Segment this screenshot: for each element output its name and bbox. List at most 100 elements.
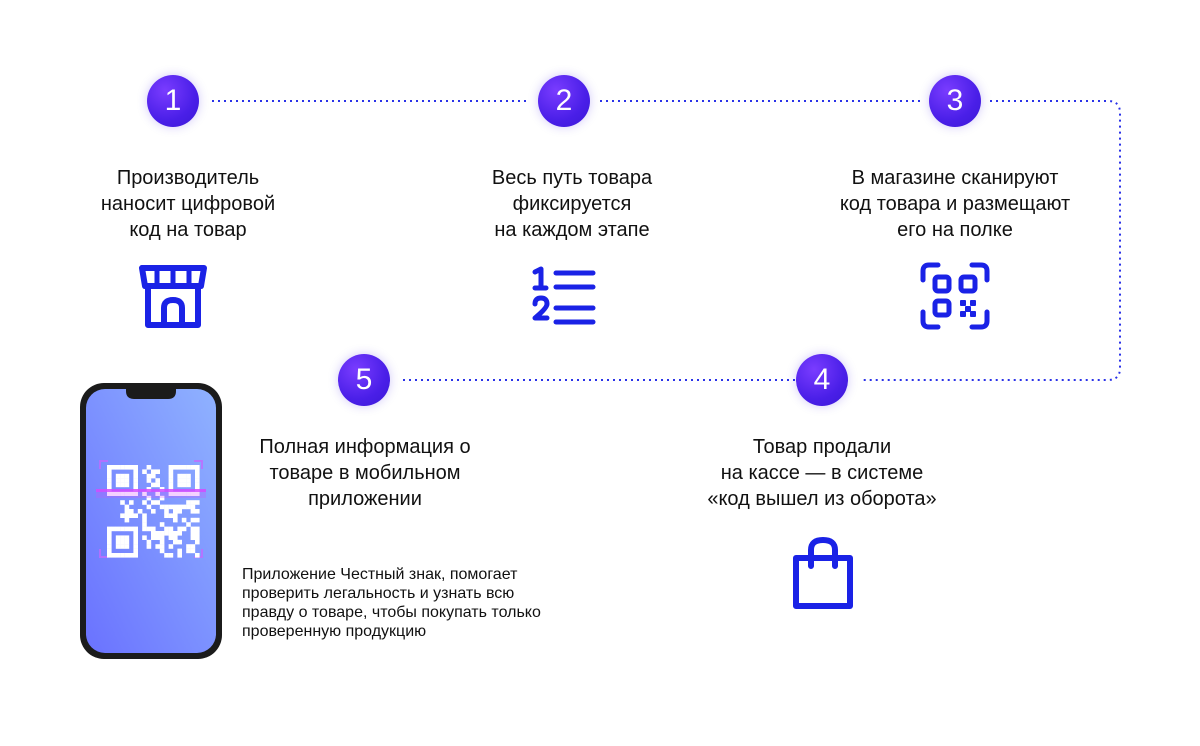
step-3-badge: 3 (929, 75, 981, 127)
qr-module (115, 544, 121, 549)
qr-module (151, 535, 156, 540)
qr-module (142, 526, 147, 532)
qr-module (151, 500, 156, 505)
qr-module (151, 509, 156, 514)
qr-module (177, 478, 182, 483)
qr-module (115, 553, 121, 558)
numbered-list-icon (532, 266, 596, 325)
app-description: Приложение Честный знак, помогает провер… (242, 566, 541, 640)
qr-module (173, 513, 178, 518)
qr-module (190, 491, 196, 496)
qr-module (146, 526, 152, 532)
qr-module (181, 504, 187, 510)
connector-3-4 (860, 100, 1121, 381)
qr-module (181, 517, 187, 523)
qr-module (115, 526, 121, 532)
qr-module (115, 491, 121, 496)
qr-module (168, 553, 174, 558)
qr-module (107, 544, 112, 549)
qr-module (190, 531, 196, 536)
qr-module (124, 544, 130, 549)
qr-module (190, 526, 196, 532)
step-5-badge: 5 (338, 354, 390, 406)
qr-module (142, 517, 147, 523)
qr-module (159, 495, 165, 501)
qr-module (195, 465, 200, 470)
qr-module (173, 539, 178, 545)
qr-module (111, 553, 116, 558)
qr-module (181, 526, 187, 532)
qr-module (133, 491, 138, 496)
qr-module (168, 469, 174, 474)
qr-module (107, 478, 112, 483)
qr-module (190, 535, 196, 540)
qr-module (133, 478, 138, 483)
qr-module (107, 548, 112, 554)
qr-module (190, 465, 196, 470)
qr-module (107, 535, 112, 540)
qr-module (142, 535, 147, 540)
qr-module (133, 513, 138, 518)
shopping-bag-icon (793, 537, 853, 609)
qr-module (181, 473, 187, 479)
qr-module (133, 535, 138, 540)
qr-module (195, 539, 200, 545)
qr-module (168, 465, 174, 470)
qr-module (133, 548, 138, 554)
qr-module (120, 535, 125, 540)
qr-module (181, 465, 187, 470)
qr-module (155, 491, 160, 496)
qr-module (151, 526, 156, 532)
qr-module (186, 465, 191, 470)
qr-module (195, 473, 200, 479)
qr-module (186, 522, 191, 527)
qr-module (186, 500, 191, 505)
qr-module (186, 482, 191, 488)
qr-module (146, 495, 152, 501)
qr-module (168, 544, 174, 549)
qr-module (155, 482, 160, 488)
qr-module (177, 553, 182, 558)
qr-module (177, 465, 182, 470)
qr-module (142, 513, 147, 518)
qr-module (190, 500, 196, 505)
qr-module (181, 491, 187, 496)
qr-module (133, 526, 138, 532)
qr-module (142, 491, 147, 496)
qr-module (164, 553, 169, 558)
qr-module (186, 478, 191, 483)
qr-module (168, 473, 174, 479)
qr-module (115, 473, 121, 479)
qr-module (133, 482, 138, 488)
qr-module (186, 548, 191, 554)
qr-module (107, 469, 112, 474)
qr-module (173, 504, 178, 510)
qr-module (155, 531, 160, 536)
qr-module (142, 500, 147, 505)
qr-module (120, 465, 125, 470)
qr-module (129, 491, 134, 496)
qr-module (195, 469, 200, 474)
qr-module (133, 465, 138, 470)
qr-module (115, 478, 121, 483)
qr-module (168, 531, 174, 536)
qr-module (181, 478, 187, 483)
qr-module (168, 478, 174, 483)
step-2-text: Весь путь товара фиксируется на каждом э… (491, 167, 653, 241)
qr-module (124, 465, 130, 470)
qr-module (186, 491, 191, 496)
qr-module (177, 473, 182, 479)
qr-module (120, 539, 125, 545)
qr-module (107, 465, 112, 470)
qr-module (115, 465, 121, 470)
qr-module (190, 509, 196, 514)
qr-module (159, 531, 165, 536)
qr-module (155, 469, 160, 474)
qr-module (133, 539, 138, 545)
qr-module (155, 544, 160, 549)
qr-module (159, 544, 165, 549)
qr-module (177, 539, 182, 545)
qr-module (177, 482, 182, 488)
qr-module (124, 504, 130, 510)
qr-module (177, 491, 182, 496)
